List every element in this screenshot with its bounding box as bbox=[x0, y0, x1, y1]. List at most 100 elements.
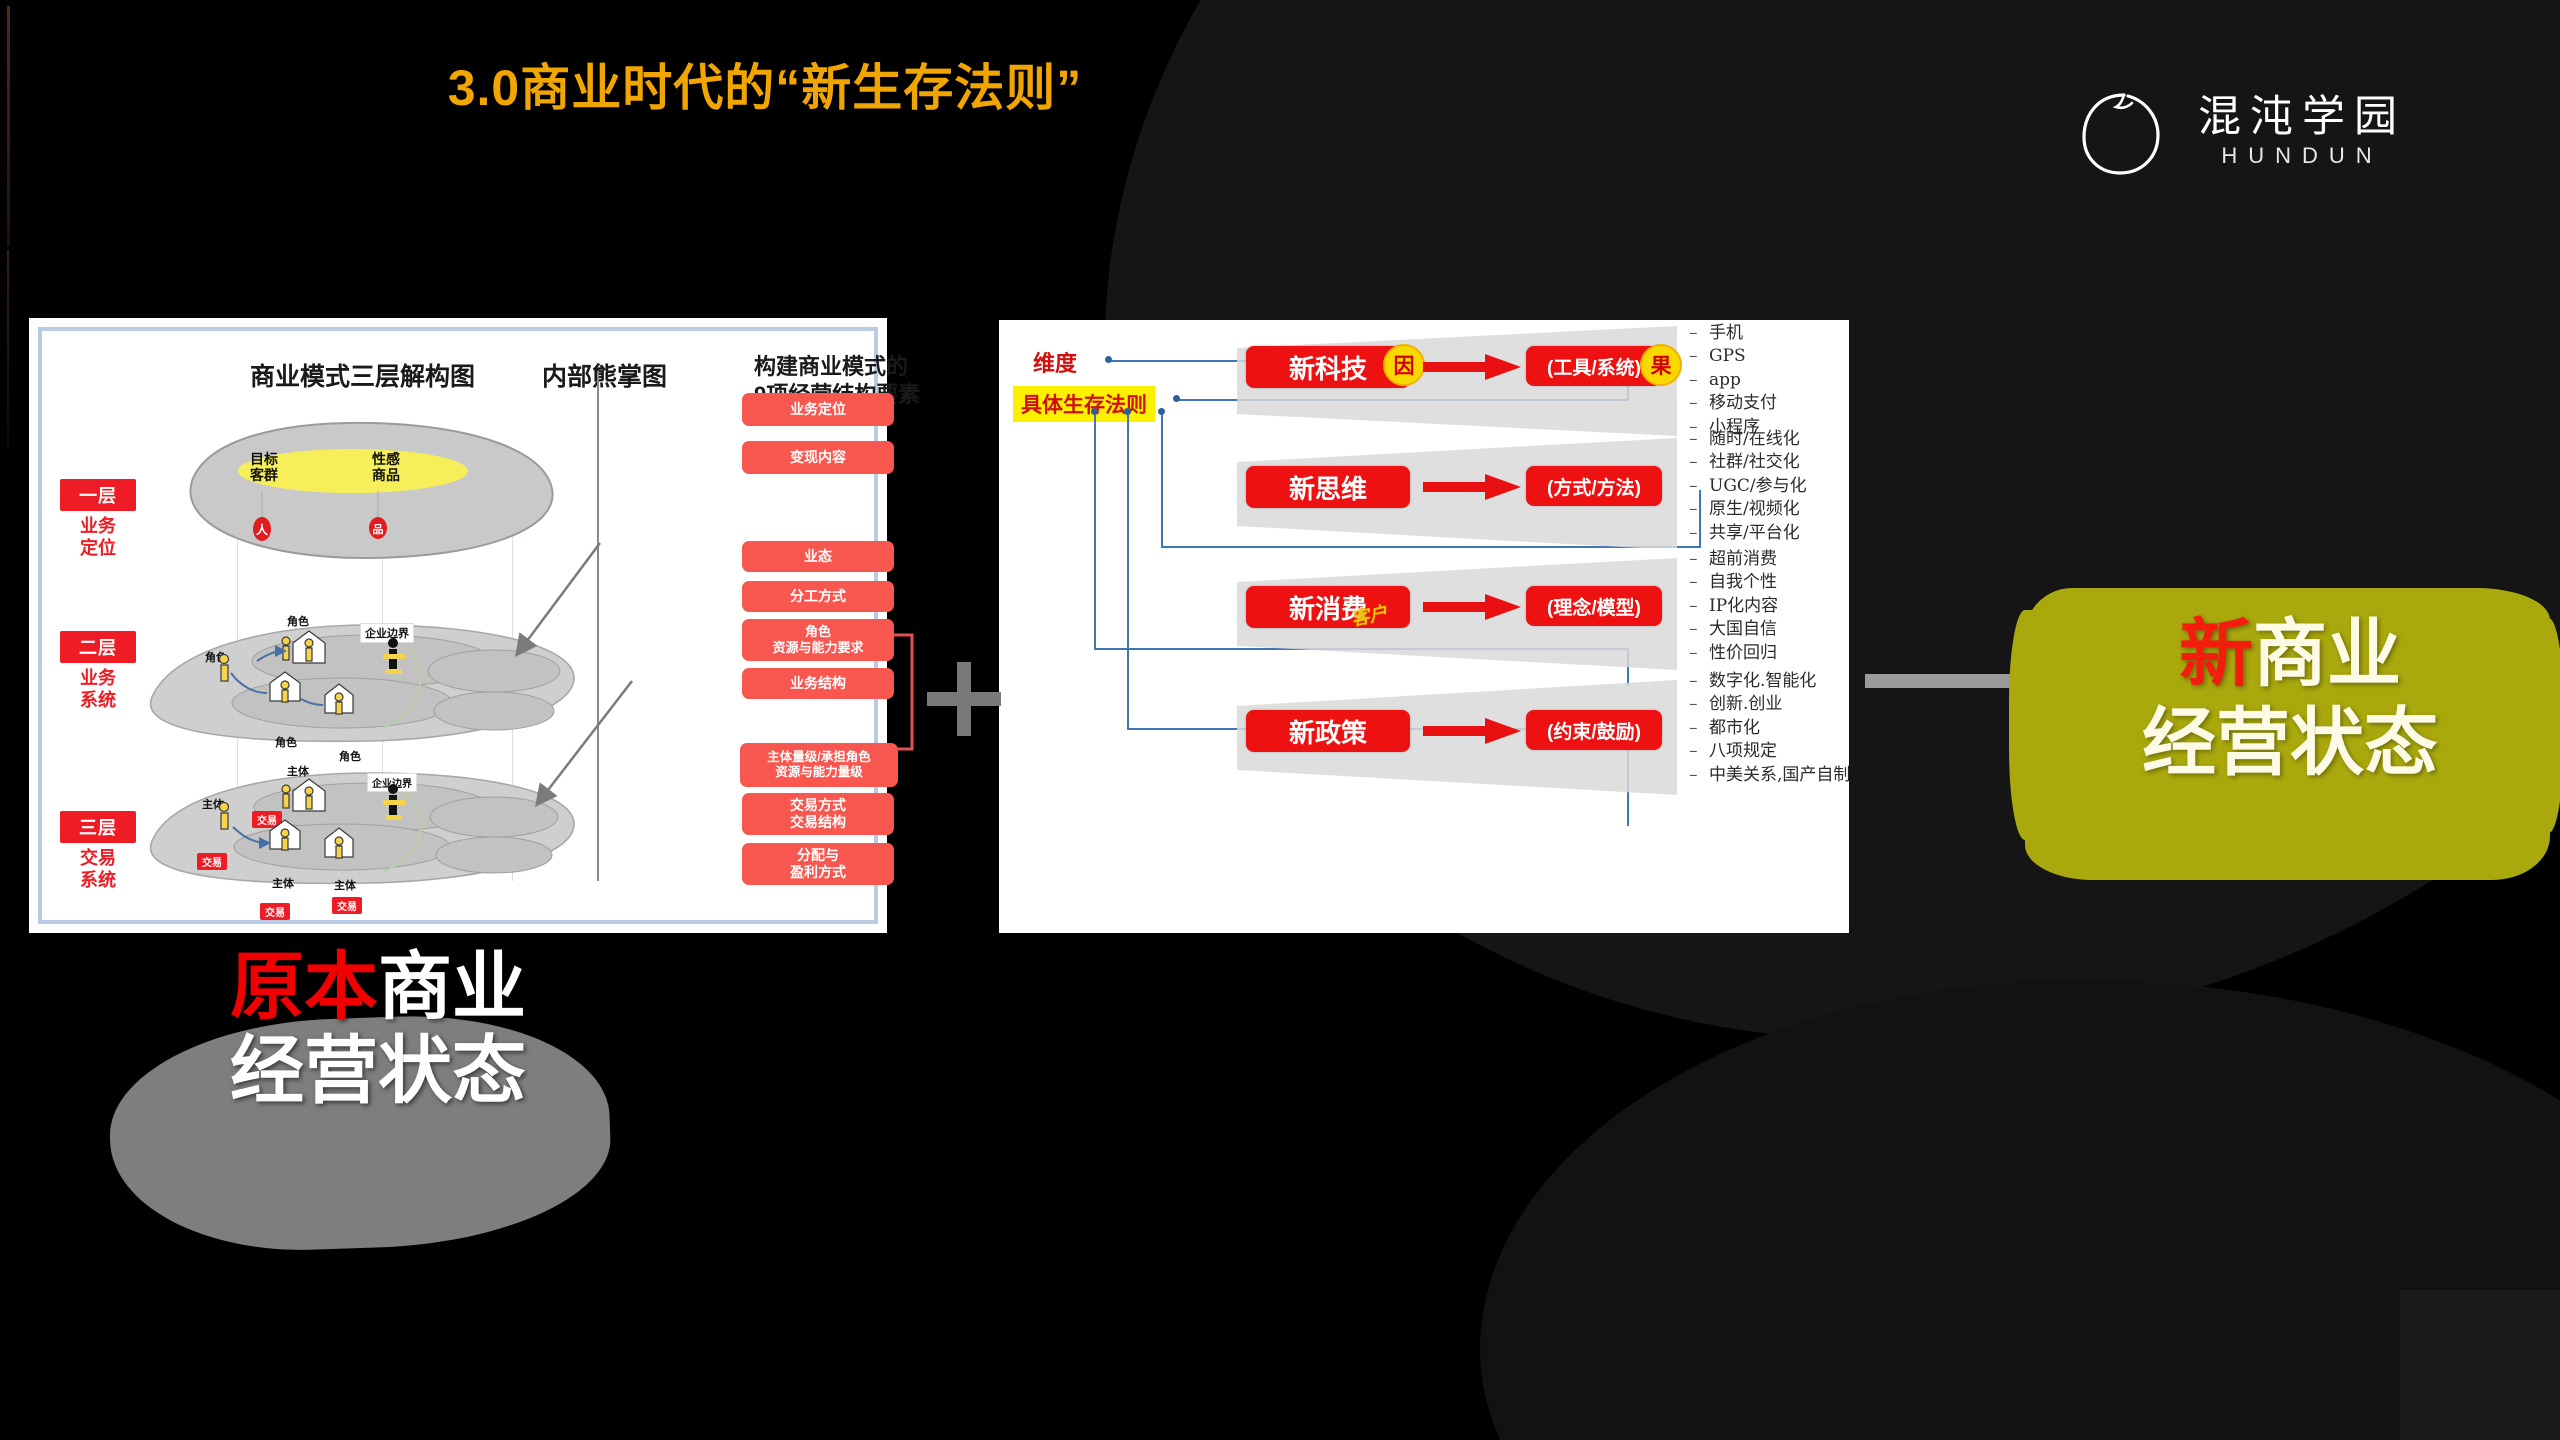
layer3-trade-tag-4: 交易 bbox=[332, 897, 362, 914]
layer-sub-3-line2: 系统 bbox=[80, 869, 116, 890]
wire-dot-rule-1 bbox=[1091, 408, 1098, 415]
layer3-trade-tag-2: 交易 bbox=[197, 853, 227, 870]
row-4-item-5: –中美关系,国产自制 bbox=[1689, 764, 1849, 787]
row-2-source-label: 新思维 bbox=[1288, 473, 1367, 504]
element-chip-1[interactable]: 业务定位 bbox=[742, 393, 894, 426]
svg-text:人: 人 bbox=[256, 522, 269, 537]
row-1-target-badge-effect: 果 bbox=[1640, 344, 1682, 386]
row-3-item-2: –自我个性 bbox=[1689, 571, 1778, 594]
element-chip-9[interactable]: 分配与 盈利方式 bbox=[742, 843, 894, 885]
row-1-item-1: –手机 bbox=[1689, 322, 1777, 345]
element-chip-2[interactable]: 变现内容 bbox=[742, 441, 894, 474]
element-chip-8[interactable]: 交易方式 交易结构 bbox=[742, 793, 894, 835]
layer2-role-label-3: 角色 bbox=[275, 737, 297, 749]
row-2-target[interactable]: (方式/方法) bbox=[1526, 466, 1662, 506]
rule-label: 具体生存法则 bbox=[1013, 386, 1155, 422]
row-3-item-3: –IP化内容 bbox=[1689, 595, 1778, 618]
brand-logo: 混沌学园 HUNDUN bbox=[2078, 85, 2406, 177]
new-state-blob bbox=[2009, 588, 2560, 880]
row-4-target-label: (约束/鼓励) bbox=[1547, 721, 1641, 743]
bearpaw-axis-line bbox=[597, 371, 599, 881]
row-3-source-label: 新消费 bbox=[1288, 593, 1367, 624]
old-state-line2: 经营状态 bbox=[230, 1029, 526, 1113]
layer-tag-2: 二层 bbox=[60, 631, 136, 663]
element-chip-6[interactable]: 业务结构 bbox=[742, 668, 894, 699]
old-state-rest: 商业 bbox=[378, 945, 526, 1028]
element-chip-3[interactable]: 业态 bbox=[742, 541, 894, 572]
row-1-item-5: –小程序 bbox=[1689, 416, 1777, 439]
wire-dimension-to-tech bbox=[1109, 360, 1267, 362]
row-1-item-3: –app bbox=[1689, 369, 1777, 392]
row-3-target[interactable]: (理念/模型) bbox=[1526, 586, 1662, 626]
new-state-text: 新商业 经营状态 bbox=[2035, 610, 2545, 788]
dash-icon: – bbox=[1689, 346, 1698, 367]
element-chip-7[interactable]: 主体量级/承担角色 资源与能力量级 bbox=[740, 743, 898, 787]
layer-sub-3-line1: 交易 bbox=[80, 848, 116, 868]
layer-label-3: 三层 交易 系统 bbox=[60, 811, 136, 891]
element-chip-8-line2: 交易结构 bbox=[790, 814, 846, 830]
row-2-target-label: (方式/方法) bbox=[1547, 477, 1641, 499]
dash-icon: – bbox=[1689, 522, 1698, 543]
row-2-arrow-icon bbox=[1423, 474, 1521, 500]
dash-icon: – bbox=[1689, 452, 1698, 473]
layer3-trade-tag-3: 交易 bbox=[260, 903, 290, 920]
row-2-item-4: –原生/视频化 bbox=[1689, 498, 1807, 521]
element-chip-5[interactable]: 角色 资源与能力要求 bbox=[742, 619, 894, 661]
layer-label-1: 一层 业务 定位 bbox=[60, 479, 136, 559]
wire-dot-rule-2 bbox=[1124, 408, 1131, 415]
layer1-yellow-pill bbox=[238, 449, 468, 493]
dash-icon: – bbox=[1689, 619, 1698, 640]
layer-sub-3: 交易 系统 bbox=[60, 848, 136, 891]
row-4-items: –数字化.智能化 –创新.创业 –都市化 –八项规定 –中美关系,国产自制 bbox=[1689, 670, 1849, 787]
node-line1: 性感 bbox=[372, 451, 400, 467]
layer-sub-1-line2: 定位 bbox=[80, 537, 116, 558]
row-1-source-badge-cause: 因 bbox=[1383, 344, 1425, 386]
layer-sub-1-line1: 业务 bbox=[80, 516, 116, 536]
brand-name-cn: 混沌学园 bbox=[2198, 92, 2406, 141]
nine-elements-line1: 构建商业模式的 bbox=[754, 354, 909, 379]
dash-icon: – bbox=[1689, 499, 1698, 520]
row-4-source[interactable]: 新政策 bbox=[1246, 710, 1410, 752]
dash-icon: – bbox=[1689, 694, 1698, 715]
dimension-label: 维度 bbox=[1033, 351, 1078, 376]
element-chip-7-line2: 资源与能力量级 bbox=[775, 765, 863, 779]
element-chip-5-line1: 角色 bbox=[804, 624, 831, 640]
layer-label-2: 二层 业务 系统 bbox=[60, 631, 136, 711]
row-1-item-2: –GPS bbox=[1689, 345, 1777, 368]
dash-icon: – bbox=[1689, 572, 1698, 593]
row-3-item-1: –超前消费 bbox=[1689, 548, 1778, 571]
row-3-target-label: (理念/模型) bbox=[1547, 597, 1641, 619]
svg-text:品: 品 bbox=[373, 523, 384, 536]
element-chip-2-label: 变现内容 bbox=[790, 449, 846, 466]
element-chip-4[interactable]: 分工方式 bbox=[742, 581, 894, 612]
layer3-subject-label-4: 主体 bbox=[334, 880, 356, 892]
row-1-item-4: –移动支付 bbox=[1689, 392, 1777, 415]
row-4-item-2: –创新.创业 bbox=[1689, 693, 1849, 716]
wire-method-up bbox=[1699, 490, 1701, 548]
element-bracket bbox=[894, 633, 914, 751]
dash-icon: – bbox=[1689, 549, 1698, 569]
layer3-figures bbox=[218, 778, 405, 859]
layer3-subject-label-3: 主体 bbox=[272, 878, 294, 890]
dash-icon: – bbox=[1689, 323, 1698, 343]
dash-icon: – bbox=[1689, 671, 1698, 691]
brand-name-en: HUNDUN bbox=[2221, 142, 2383, 168]
dash-icon: – bbox=[1689, 475, 1698, 496]
left-edge-artifact-2 bbox=[7, 250, 9, 450]
left-heading-bearpaw: 内部熊掌图 bbox=[542, 363, 668, 391]
layer-sub-1: 业务 定位 bbox=[60, 516, 136, 559]
left-heading-three-layer: 商业模式三层解构图 bbox=[250, 363, 476, 391]
new-state-highlight: 新 bbox=[2179, 612, 2253, 695]
dash-icon: – bbox=[1689, 429, 1698, 449]
row-4-target[interactable]: (约束/鼓励) bbox=[1526, 710, 1662, 750]
row-2-source[interactable]: 新思维 bbox=[1246, 466, 1410, 508]
right-diagram-panel: 维度 具体生存法则 新科技 因 (工具/系统) 果 –手机 –GPS –app … bbox=[999, 320, 1849, 933]
row-1-source-badge-label: 因 bbox=[1393, 355, 1415, 378]
row-3-source[interactable]: 新消费 bbox=[1246, 586, 1410, 628]
left-diagram-panel: 商业模式三层解构图 内部熊掌图 构建商业模式的 9项经营结构要素 一层 业务 定… bbox=[29, 318, 920, 933]
layer3-subject-label-1: 主体 bbox=[287, 766, 309, 778]
row-1-target[interactable]: (工具/系统) bbox=[1526, 346, 1662, 386]
row-1-source[interactable]: 新科技 bbox=[1246, 346, 1410, 388]
dash-icon: – bbox=[1689, 741, 1698, 762]
layer2-role-label-1: 角色 bbox=[287, 616, 309, 628]
